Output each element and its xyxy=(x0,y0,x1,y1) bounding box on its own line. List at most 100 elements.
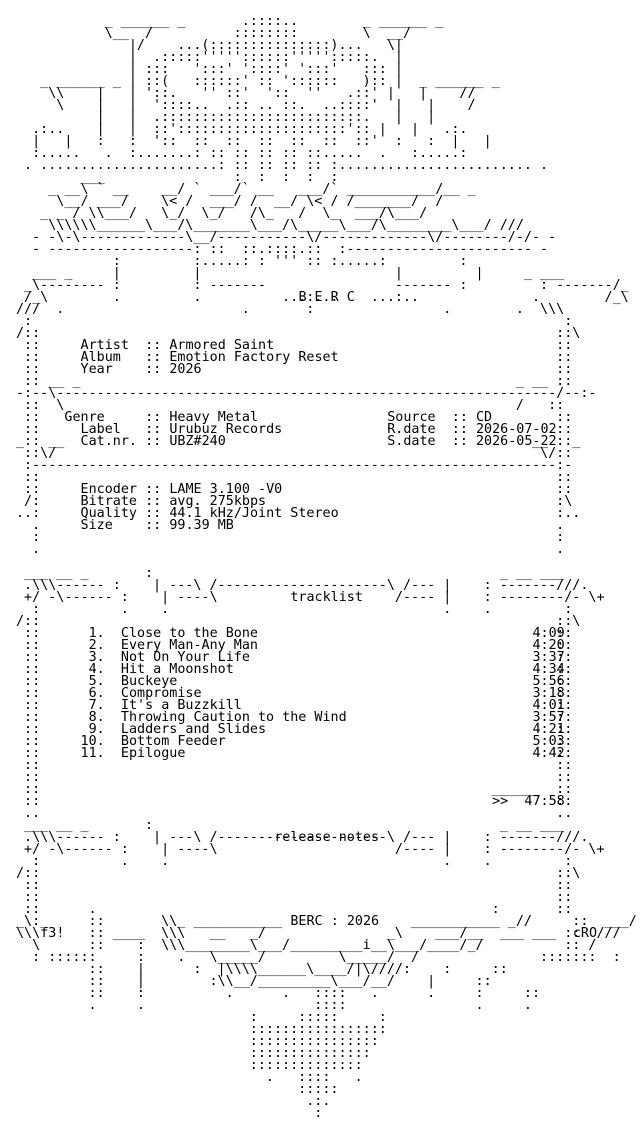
art-footer: : :::::: : . \_____/ \_____/ / ::::::: : xyxy=(16,950,621,965)
art-logo: . ......................: :: :: :: :: :.… xyxy=(16,158,549,173)
art-frame: :: :: xyxy=(16,482,573,497)
art-divider: :---------------------------------------… xyxy=(16,458,573,473)
art-logo: :..... . :.......: :: :: :: :: ::..... .… xyxy=(16,146,468,161)
art-frame: :: :: xyxy=(16,362,573,377)
art-frame: .\\\------ : | ---\ /-------------------… xyxy=(16,830,589,845)
track-time: 3:37 xyxy=(532,650,565,665)
art-frame: . . xyxy=(16,542,565,557)
bitrate-value: avg. 275kbps xyxy=(169,494,267,509)
art-frame: . . xyxy=(16,518,565,533)
track-time: 5:56 xyxy=(532,674,565,689)
footer-year: 2026 xyxy=(346,914,380,929)
art-frame: :: :: xyxy=(16,638,573,653)
track-title: Ladders and Slides xyxy=(120,722,267,737)
separator: :: xyxy=(145,434,162,449)
year-value: 2026 xyxy=(169,362,202,377)
track-time: 3:57 xyxy=(532,710,565,725)
art-frame: /: :\ xyxy=(16,494,573,509)
art-footer: :: | :\\__/_________\___/__/ | :: xyxy=(16,974,492,989)
art-frame: : . . . . : xyxy=(16,602,573,617)
art-frame: :: :: xyxy=(16,758,573,773)
track-number: 3. xyxy=(88,650,105,665)
track-title: It's a Buzzkill xyxy=(120,698,242,713)
art-frame: :: :: xyxy=(16,626,573,641)
art-footer: . :::: . xyxy=(16,1070,363,1085)
track-title: Epilogue xyxy=(120,746,186,761)
art-frame: :: __ _ _ __ :: xyxy=(16,374,573,389)
art-logo: ___ _ | | | | _ ___ xyxy=(16,266,565,281)
track-number: 4. xyxy=(88,662,105,677)
art-divider: -:--\-----------------------------------… xyxy=(16,386,597,401)
encoder-label: Encoder xyxy=(80,482,137,497)
art-footer: \\\ :: ____ \\\ __ _/ _\ ___/__ ___ ___ … xyxy=(16,926,621,941)
art-frame: :: ______ :: xyxy=(16,782,573,797)
rdate-value: 2026-07-02 xyxy=(475,422,557,437)
right-signature: cRO xyxy=(572,926,598,941)
source-label: Source xyxy=(387,410,436,425)
quality-label: Quality xyxy=(80,506,137,521)
size-label: Size xyxy=(80,518,113,533)
separator: : xyxy=(330,914,339,929)
art-frame: :: :: xyxy=(16,674,573,689)
art-frame: /:: ::\ xyxy=(16,866,581,881)
quality-value: 44.1 kHz/Joint Stereo xyxy=(169,506,339,521)
track-title: Every Man-Any Man xyxy=(120,638,258,653)
separator: :: xyxy=(145,338,162,353)
art-logo: _ ______ _ | ::( ::::::' :: ':::::: ):: … xyxy=(16,74,500,89)
art-frame: :: :: xyxy=(16,746,573,761)
art-frame: :: :: xyxy=(16,890,573,905)
art-logo: _\-------- : : ------- ------- : : -----… xyxy=(16,278,629,293)
art-frame: :: :: xyxy=(16,422,573,437)
art-frame: :: :: xyxy=(16,686,573,701)
art-logo: : :.....: : ''' :: :.....: : xyxy=(16,254,468,269)
art-footer: .:. xyxy=(16,1094,331,1109)
art-footer: \ :: : \\\________\___/_________i__\___/… xyxy=(16,938,597,953)
separator: :: xyxy=(145,506,162,521)
separator: :: xyxy=(145,350,162,365)
art-footer: . . :::: . . xyxy=(16,998,532,1013)
art-footer: _\:_ :: \\_ ___________ ___________ _// … xyxy=(16,914,637,929)
track-title: Throwing Caution to the Wind xyxy=(120,710,347,725)
track-number: 2. xyxy=(88,638,105,653)
art-logo: /_\ . . ...:... ...:.. . /_\ xyxy=(16,290,629,305)
source-value: CD xyxy=(475,410,493,425)
track-title: Not On Your Life xyxy=(120,650,250,665)
label-value: Urubuz Records xyxy=(169,422,283,437)
art-frame: :: :: xyxy=(16,650,573,665)
track-time: 4:20 xyxy=(532,638,565,653)
tracklist-title: tracklist xyxy=(290,590,363,605)
art-logo: - ------------------: :: ::.::::.:: :---… xyxy=(16,242,549,257)
separator: :: xyxy=(145,518,162,533)
separator: :: xyxy=(145,422,162,437)
track-time: 4:09 xyxy=(532,626,565,641)
art-footer: : ::::: : xyxy=(16,1010,387,1025)
track-number: 5. xyxy=(88,674,105,689)
art-frame: /:: ::\ xyxy=(16,614,581,629)
art-frame: _:: __ __ ::_ xyxy=(16,434,581,449)
left-signature: f3! xyxy=(40,926,65,941)
art-frame: : : xyxy=(16,530,565,545)
art-footer: ::::::::::::::::: xyxy=(16,1022,387,1037)
track-time: 4:01 xyxy=(532,698,565,713)
rdate-label: R.date xyxy=(387,422,436,437)
art-logo: ___ : : : : : xyxy=(16,170,339,185)
art-frame: :: :: xyxy=(16,350,573,365)
track-time: 3:18 xyxy=(532,686,565,701)
art-frame: +/ -\------ : | ----\ /---- | : --------… xyxy=(16,842,605,857)
separator: :: xyxy=(145,494,162,509)
track-number: 10. xyxy=(80,734,105,749)
track-title: Hit a Moonshot xyxy=(120,662,234,677)
track-number: 11. xyxy=(80,746,105,761)
art-footer: ::::::::::::::: xyxy=(16,1046,371,1061)
art-frame: :: :: xyxy=(16,722,573,737)
art-frame: /:: ::\ xyxy=(16,326,581,341)
track-time: 4:34 xyxy=(532,662,565,677)
art-frame: :: . : :: xyxy=(16,902,573,917)
art-logo: .:.. | | ::':::::::::::::::::::::':: | |… xyxy=(16,122,468,137)
track-number: 6. xyxy=(88,686,105,701)
art-frame: :: \ / :: xyxy=(16,398,565,413)
art-frame: :: :: xyxy=(16,770,573,785)
art-logo: _ __\ ` __ __/ ` ___/` __ ___/` ________… xyxy=(16,182,476,197)
art-logo: \\ | | '::. '' ::' ':: '' .::' | | // xyxy=(16,86,476,101)
